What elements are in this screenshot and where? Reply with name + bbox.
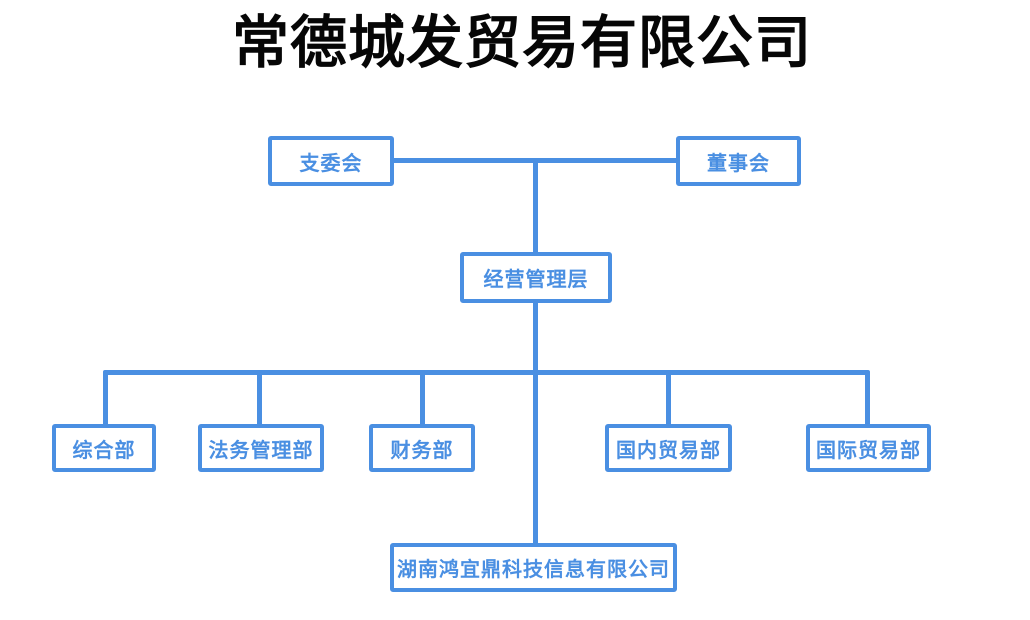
org-node-label: 经营管理层 [483, 269, 589, 291]
connector-drop-domestic-trade [666, 372, 671, 426]
org-node-dept-legal-management: 法务管理部 [198, 424, 324, 472]
page-title: 常德城发贸易有限公司 [232, 12, 812, 75]
org-node-label: 国内贸易部 [616, 439, 721, 462]
org-node-dept-general: 综合部 [52, 424, 156, 472]
org-node-label: 综合部 [72, 439, 136, 462]
org-node-dept-finance: 财务部 [369, 424, 475, 472]
connector-drop-international-trade [865, 372, 870, 426]
connector-departments-horizontal [103, 370, 870, 375]
org-node-subsidiary-company: 湖南鸿宜鼎科技信息有限公司 [390, 543, 677, 592]
connector-drop-legal [257, 372, 262, 426]
org-node-label: 支委会 [299, 152, 363, 175]
org-node-dept-international-trade: 国际贸易部 [806, 424, 931, 472]
connector-drop-finance [420, 372, 425, 426]
org-node-label: 董事会 [707, 152, 770, 175]
org-node-label: 湖南鸿宜鼎科技信息有限公司 [397, 559, 670, 581]
org-node-label: 国际贸易部 [816, 439, 921, 462]
org-node-label: 法务管理部 [208, 439, 314, 462]
org-node-management-layer: 经营管理层 [460, 252, 612, 303]
org-node-board-of-directors: 董事会 [676, 136, 801, 186]
connector-top-to-management [533, 160, 538, 256]
connector-management-to-subsidiary [533, 300, 538, 546]
org-node-dept-domestic-trade: 国内贸易部 [605, 424, 732, 472]
org-node-label: 财务部 [390, 439, 454, 462]
connector-drop-general [103, 372, 108, 426]
org-node-branch-committee: 支委会 [268, 136, 394, 186]
